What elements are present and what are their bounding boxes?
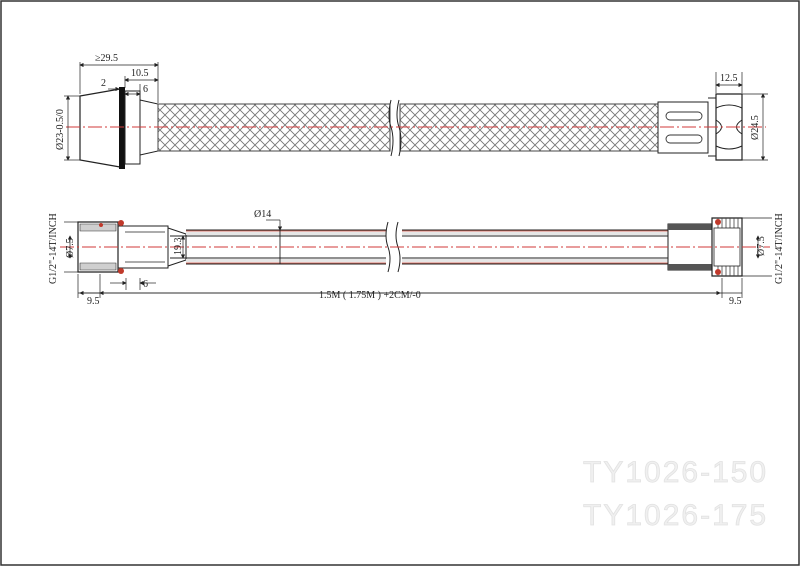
right-oring-top: [715, 219, 721, 225]
dim-collar: 10.5: [131, 68, 149, 79]
dim-inner: 19.3: [173, 238, 184, 256]
svg-text:TY1026-175: TY1026-175: [583, 499, 768, 532]
left-fitting-cone: [79, 88, 121, 168]
left-insert: [117, 225, 169, 269]
dim-ring-gap: 2: [101, 78, 106, 89]
break-mark-top: [388, 99, 402, 157]
braided-hose-right: [399, 103, 659, 152]
dim-bore-left: Ø7.5: [65, 238, 76, 258]
dim-hose: Ø14: [254, 209, 271, 220]
dim-band-section: 6: [143, 279, 148, 290]
right-ferrule: [657, 101, 709, 154]
model-watermark: TY1026-150 TY1026-175: [583, 456, 768, 533]
dim-total-length: ≥29.5: [95, 53, 118, 64]
right-hex-nut-face: [715, 104, 743, 150]
left-collar: [124, 90, 141, 165]
left-oring-small: [99, 223, 103, 227]
section-view: G1/2"-14T/INCH Ø7.5 19.3 Ø14 6 Ø7.5 G1/2…: [48, 209, 785, 290]
dim-diameter-right: Ø24.5: [750, 115, 761, 140]
right-oring-bottom: [715, 269, 721, 275]
dim-bottom-length: 1.5M ( 1.75M ) +2CM/-0: [319, 290, 421, 301]
dim-diameter-left: Ø23-0.5/0: [55, 109, 66, 150]
thread-right-label: G1/2"-14T/INCH: [774, 213, 785, 284]
thread-left-label: G1/2"-14T/INCH: [48, 213, 59, 284]
dim-nut-width: 12.5: [720, 73, 738, 84]
braided-hose-left: [157, 103, 391, 152]
dim-bore-right: Ø7.5: [756, 236, 767, 256]
left-shoulder: [139, 99, 159, 156]
hose-section-right: [402, 229, 668, 265]
dim-bottom-right: 9.5: [729, 296, 742, 307]
dim-bottom-left: 9.5: [87, 296, 100, 307]
top-view: ≥29.5 10.5 2 6 Ø23-0.5/0 12.5 Ø24.5: [55, 53, 768, 169]
left-oring-bottom: [118, 268, 124, 274]
right-ferrule-slot-2: [665, 134, 703, 144]
left-oring-top: [118, 220, 124, 226]
right-ferrule-slot-1: [665, 111, 703, 121]
hose-section-left: [170, 229, 386, 265]
left-nut-section: [77, 221, 119, 273]
svg-text:TY1026-150: TY1026-150: [583, 456, 768, 489]
dim-band-top: 6: [143, 84, 148, 95]
left-nut-hatch: [79, 223, 117, 271]
bottom-dimensions: 9.5 1.5M ( 1.75M ) +2CM/-0 9.5: [77, 274, 743, 307]
left-black-ring: [119, 87, 125, 169]
